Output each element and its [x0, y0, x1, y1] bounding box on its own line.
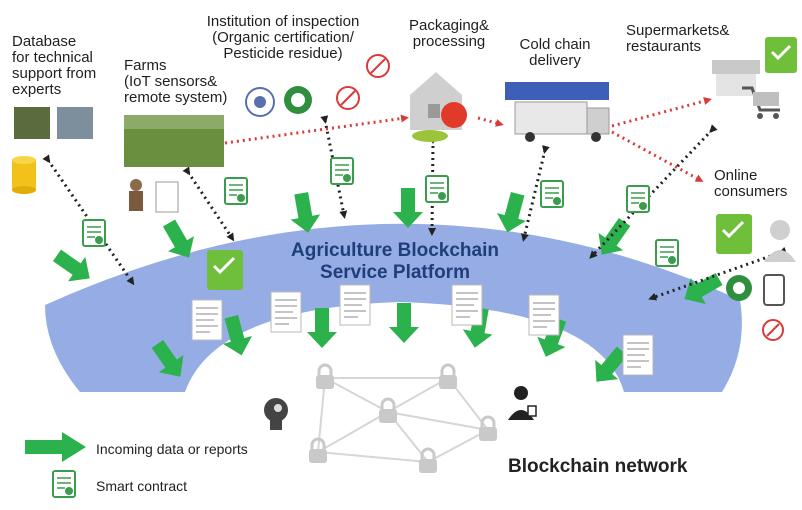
- produce-icon: [412, 102, 467, 142]
- consumer-avatar-icon: [764, 220, 796, 262]
- report-document-icon: [339, 284, 371, 326]
- mobile-phone-icon: [763, 274, 785, 306]
- incoming-arrow: [389, 303, 419, 343]
- organic-cert-icon: [284, 86, 312, 114]
- report-document-icon: [622, 334, 654, 376]
- head-gear-icon: [264, 398, 288, 430]
- incoming-arrow: [307, 308, 337, 348]
- report-document-icon: [528, 294, 560, 336]
- farm-report-icon: [155, 181, 179, 213]
- incoming-arrow: [48, 243, 99, 291]
- report-document-icon: [451, 284, 483, 326]
- lock-icon: [417, 447, 439, 475]
- database-icon: [12, 156, 36, 194]
- smart-contract-icon: [330, 157, 354, 185]
- smart-contract-icon: [626, 185, 650, 213]
- pesticide-icon: [336, 86, 360, 110]
- smart-contract-icon: [82, 219, 106, 247]
- legend-contract-label: Smart contract: [96, 478, 188, 494]
- shop-icon: [712, 60, 760, 96]
- label-packaging: Packaging& processing: [408, 17, 490, 50]
- expert-photo: [14, 107, 50, 139]
- organic-cert-icon: [726, 275, 752, 301]
- report-document-icon: [191, 299, 223, 341]
- inspection-seal-icon: [245, 87, 275, 117]
- supply-chain-flow: [224, 97, 712, 182]
- report-document-icon: [270, 291, 302, 333]
- label-cold-chain: Cold chain delivery: [519, 36, 591, 69]
- label-institution: Institution of inspection (Organic certi…: [206, 13, 360, 62]
- legend-arrow-icon: [25, 432, 86, 462]
- incoming-arrow: [492, 189, 533, 237]
- label-farms: Farms (IoT sensors& remote system): [124, 57, 228, 106]
- platform-title-line1: Agriculture Blockchain: [291, 240, 499, 261]
- smart-contract-icon: [224, 177, 248, 205]
- label-supermarkets: Supermarkets& restaurants: [626, 22, 730, 55]
- label-database: Database for technical support from expe…: [12, 33, 97, 98]
- incoming-arrow: [393, 188, 423, 228]
- lock-icon: [377, 397, 399, 425]
- platform-title: Agriculture Blockchain Service Platform: [230, 240, 560, 284]
- platform-title-line2: Service Platform: [320, 262, 470, 283]
- legend-contract-icon: [52, 470, 76, 498]
- food-badge-icon: [765, 37, 797, 73]
- truck-icon: [505, 82, 610, 142]
- smart-contract-icon: [540, 180, 564, 208]
- expert-photo: [57, 107, 93, 139]
- pesticide-icon: [366, 54, 390, 78]
- food-badge-icon: [207, 250, 243, 290]
- label-online-consumers: Online consumers: [714, 167, 788, 200]
- network-links: [317, 377, 489, 463]
- worker-icon: [508, 386, 537, 420]
- cart-icon: [742, 86, 780, 119]
- legend-incoming-label: Incoming data or reports: [96, 441, 248, 457]
- lock-icon: [477, 415, 499, 443]
- blockchain-network-label: Blockchain network: [508, 456, 688, 477]
- pesticide-icon: [762, 319, 784, 341]
- food-badge-icon: [716, 214, 752, 254]
- lock-icon: [314, 363, 336, 391]
- smart-contract-icon: [655, 239, 679, 267]
- lock-icon: [437, 363, 459, 391]
- farmer-icon: [129, 179, 143, 211]
- smart-contract-icon: [425, 175, 449, 203]
